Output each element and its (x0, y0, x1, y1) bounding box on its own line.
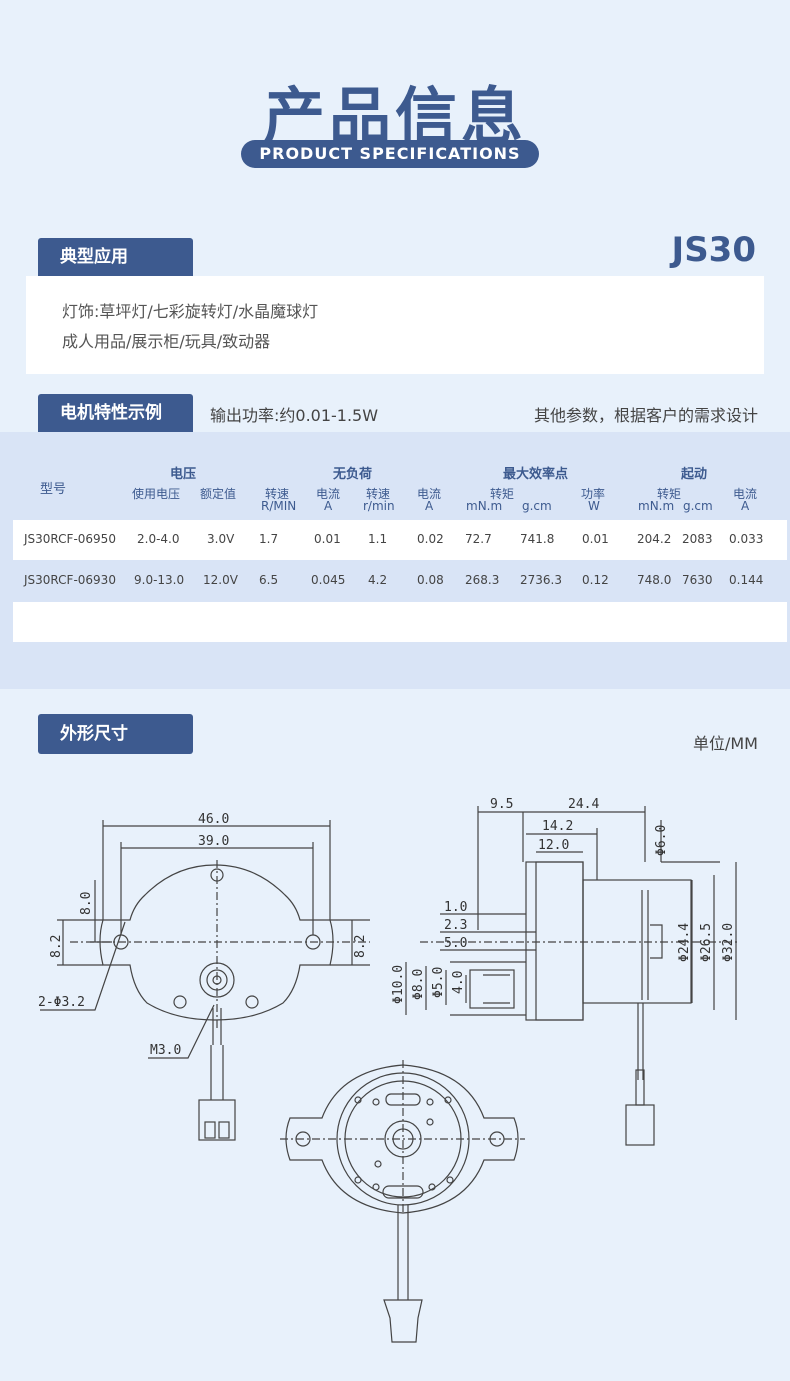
cell-torque-mn: 72.7 (465, 532, 492, 546)
bottom-flange (285, 1064, 519, 1214)
application-line-1: 灯饰:草坪灯/七彩旋转灯/水晶魔球灯 (62, 302, 319, 321)
cell-speed2: 1.1 (368, 532, 388, 546)
hdr-speed2: 转速 (366, 487, 391, 501)
other-params: 其他参数，根据客户的需求设计 (533, 406, 758, 425)
dim-phi32: Φ32.0 (721, 923, 736, 962)
application-box: 灯饰:草坪灯/七彩旋转灯/水晶魔球灯 成人用品/展示柜/玩具/致动器 (26, 276, 764, 374)
cell-v-use: 2.0-4.0 (137, 532, 180, 546)
dim-holes: 2-Φ3.2 (38, 995, 85, 1010)
hdr-power: 功率 (581, 487, 606, 501)
table-row: JS30RCF-06950 2.0-4.0 3.0V 1.7 0.01 1.1 … (13, 520, 787, 560)
dimension-drawing: 46.0 39.0 8.0 8.2 8.2 2-Φ3.2 M3.0 9.5 24… (38, 797, 740, 1343)
dim-phi26-5: Φ26.5 (699, 923, 714, 962)
hdr-speed1: 转速 (265, 487, 290, 501)
hdr-storque-u2: g.cm (683, 499, 713, 513)
dim-phi8: Φ8.0 (411, 969, 426, 1000)
table-row: JS30RCF-06930 9.0-13.0 12.0V 6.5 0.045 4… (13, 561, 787, 601)
dim-46: 46.0 (198, 812, 229, 827)
hdr-storque-u1: mN.m (638, 499, 675, 513)
dim-4-0: 4.0 (451, 971, 466, 994)
dim-9-5: 9.5 (490, 797, 513, 812)
dim-1-0: 1.0 (444, 900, 467, 915)
hdr-cur1: 电流 (316, 487, 341, 501)
dim-8-2-left: 8.2 (49, 935, 64, 958)
hdr-v-rated: 额定值 (200, 487, 237, 501)
table-row-empty (13, 602, 787, 642)
dim-m3: M3.0 (150, 1043, 181, 1058)
hdr-cur1-unit: A (324, 499, 333, 513)
cell-torque-g: 2736.3 (520, 573, 562, 587)
dim-8-2-right: 8.2 (353, 935, 368, 958)
hdr-storque: 转矩 (657, 487, 682, 501)
dim-phi10: Φ10.0 (391, 965, 406, 1004)
cell-torque-mn: 268.3 (465, 573, 500, 587)
cell-speed1: 1.7 (259, 532, 279, 546)
hdr-v-use: 使用电压 (132, 487, 181, 501)
cell-power: 0.12 (582, 573, 609, 587)
page-title-en: PRODUCT SPECIFICATIONS (241, 140, 539, 168)
motor-tag: 电机特性示例 (38, 394, 193, 432)
hdr-maxeff: 最大效率点 (503, 467, 569, 482)
cell-storque-mn: 748.0 (637, 573, 672, 587)
dim-14-2: 14.2 (542, 819, 573, 834)
cell-storque-mn: 204.2 (637, 532, 672, 546)
cell-cur1: 0.01 (314, 532, 341, 546)
dim-phi6: Φ6.0 (654, 825, 669, 856)
hdr-cur2-unit: A (425, 499, 434, 513)
cell-cur1: 0.045 (311, 573, 346, 587)
dim-phi5: Φ5.0 (431, 967, 446, 998)
dim-24-4: 24.4 (568, 797, 599, 812)
hdr-power-unit: W (588, 499, 600, 513)
hdr-scur: 电流 (733, 487, 758, 501)
cell-speed1: 6.5 (259, 573, 279, 587)
application-line-2: 成人用品/展示柜/玩具/致动器 (62, 332, 271, 351)
cell-power: 0.01 (582, 532, 609, 546)
cell-cur2: 0.08 (417, 573, 444, 587)
cell-scur: 0.033 (729, 532, 764, 546)
hdr-torque-u1: mN.m (466, 499, 503, 513)
cell-cur2: 0.02 (417, 532, 444, 546)
cell-v-rated: 3.0V (207, 532, 235, 546)
hdr-noload: 无负荷 (333, 467, 373, 482)
dim-phi24-4: Φ24.4 (677, 923, 692, 962)
dim-39: 39.0 (198, 834, 229, 849)
application-tag: 典型应用 (38, 238, 193, 276)
cell-scur: 0.144 (729, 573, 764, 587)
dim-12-0: 12.0 (538, 838, 569, 853)
cell-speed2: 4.2 (368, 573, 388, 587)
hdr-torque: 转矩 (490, 487, 515, 501)
hdr-voltage: 电压 (170, 467, 197, 482)
cell-model: JS30RCF-06930 (24, 573, 116, 587)
output-power: 输出功率:约0.01-1.5W (210, 406, 379, 425)
cell-v-use: 9.0-13.0 (134, 573, 185, 587)
hdr-start: 起动 (681, 467, 708, 482)
spec-table: 型号 电压 无负荷 最大效率点 起动 使用电压 额定值 转速 R/MIN 电流 … (0, 432, 790, 689)
dim-5-0: 5.0 (444, 936, 467, 951)
dim-2-3: 2.3 (444, 918, 467, 933)
cell-model: JS30RCF-06950 (24, 532, 116, 546)
hdr-cur2: 电流 (417, 487, 442, 501)
cell-torque-g: 741.8 (520, 532, 555, 546)
model-name: JS30 (671, 230, 756, 270)
hdr-scur-unit: A (741, 499, 750, 513)
cell-v-rated: 12.0V (203, 573, 238, 587)
hdr-speed1-unit: R/MIN (261, 499, 297, 513)
cell-storque-g: 7630 (682, 573, 713, 587)
hdr-torque-u2: g.cm (522, 499, 552, 513)
dimensions-tag: 外形尺寸 (38, 714, 193, 754)
dim-8-0: 8.0 (79, 892, 94, 915)
hdr-model: 型号 (40, 482, 67, 497)
unit-label: 单位/MM (692, 734, 758, 753)
hdr-speed2-unit: r/min (363, 499, 395, 513)
cell-storque-g: 2083 (682, 532, 713, 546)
